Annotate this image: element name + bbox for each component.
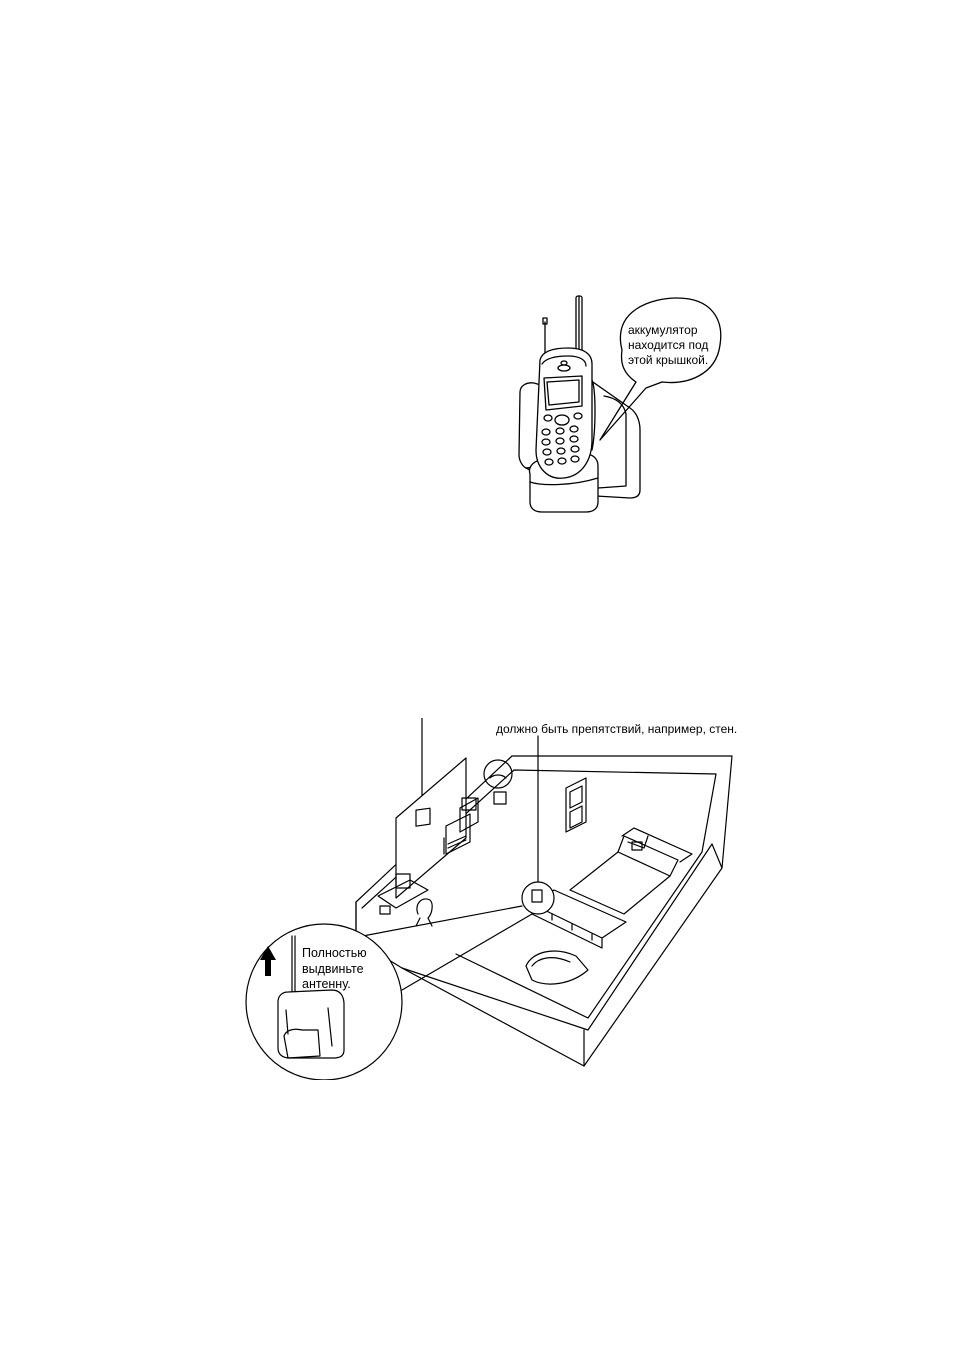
room-placement-illustration [232, 718, 764, 1080]
battery-cover-callout: аккумулятор находится под этой крышкой. [628, 323, 718, 368]
obstacles-callout: должно быть препятствий, например, стен. [496, 722, 737, 737]
room-illustration [232, 718, 764, 1080]
antenna-callout: Полностью выдвиньте антенну. [302, 946, 367, 993]
